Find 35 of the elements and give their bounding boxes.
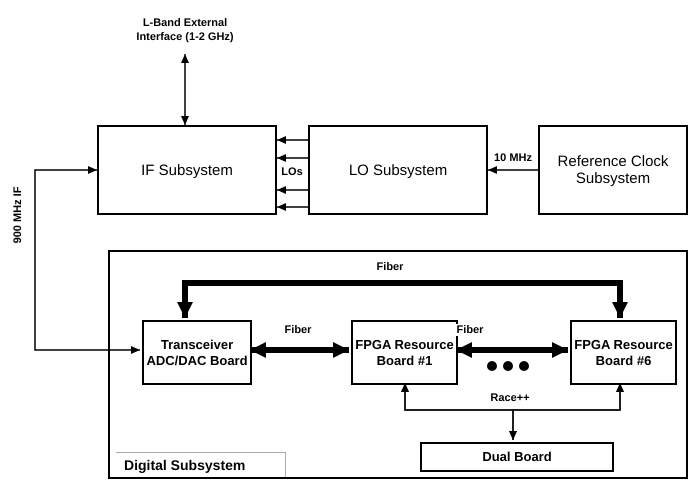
edge-label: Fiber [374, 261, 406, 273]
arrow [277, 186, 308, 194]
arrow [34, 166, 140, 354]
board-box [570, 320, 677, 385]
subsystem-box [538, 125, 688, 215]
node-label: LO Subsystem [348, 162, 448, 178]
edge-label: 900 MHz IF [12, 184, 24, 246]
node-label: Reference Clock Subsystem [556, 153, 670, 187]
arrow [509, 383, 624, 440]
edge-label: Fiber [454, 324, 486, 336]
node-label: Dual Board [482, 449, 552, 465]
node-label: FPGA Resource Board #1 [354, 336, 455, 368]
arrow [277, 154, 308, 162]
node-label: L-Band External Interface (1-2 GHz) [135, 16, 235, 44]
node-label: Transceiver ADC/DAC Board [145, 336, 249, 368]
node-label: FPGA Resource Board #6 [573, 336, 674, 368]
arrow [177, 280, 628, 318]
subsystem-box [308, 125, 488, 215]
arrow [277, 203, 308, 211]
board-box [351, 320, 458, 385]
board-box [420, 442, 614, 472]
node-label: IF Subsystem [141, 162, 233, 178]
edge-label: Fiber [282, 324, 314, 336]
edge-label: Race++ [488, 392, 532, 404]
arrow [181, 54, 189, 125]
subsystem-group-box [108, 250, 688, 479]
edge-label: 10 MHz [492, 152, 534, 164]
group-title: Digital Subsystem [116, 452, 286, 477]
subsystem-box [97, 125, 277, 215]
signal-label: LOs [280, 166, 304, 178]
arrow [456, 342, 568, 358]
arrow [488, 166, 538, 174]
arrow [250, 342, 349, 358]
board-box [142, 320, 252, 385]
arrow [277, 136, 308, 144]
